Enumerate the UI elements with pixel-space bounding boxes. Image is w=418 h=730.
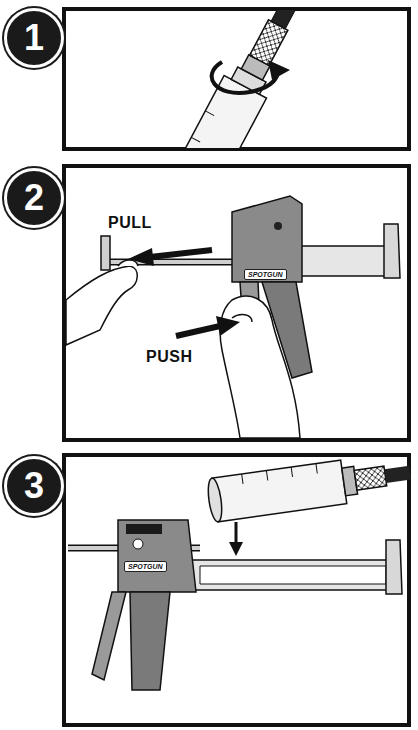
step-number: 1	[24, 20, 44, 56]
step-number: 2	[24, 180, 44, 216]
step-panel	[64, 166, 409, 440]
caulk-gun	[68, 520, 402, 690]
cartridge-fitting	[163, 10, 342, 148]
step-number-circle: 2	[4, 168, 64, 228]
cartridge	[206, 451, 413, 523]
action-label: PULL	[108, 214, 152, 232]
brand-logo: SPOTGUN	[244, 269, 287, 280]
step-number-circle: 1	[4, 8, 64, 68]
step-number-circle: 3	[4, 456, 64, 516]
brand-logo: SPOTGUN	[124, 561, 167, 572]
step-number: 3	[24, 468, 44, 504]
step-panel	[64, 455, 409, 725]
hands	[66, 260, 300, 438]
action-label: PUSH	[146, 348, 192, 366]
